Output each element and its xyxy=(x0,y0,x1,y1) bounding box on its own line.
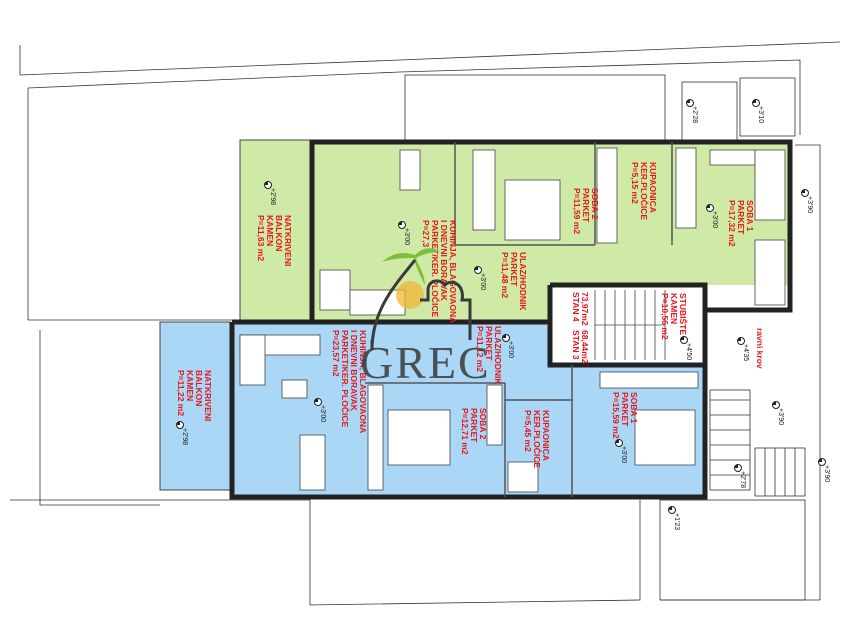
label-stan3-bath: KUPAONICAKER.PLOČICEP=5,45 m2 xyxy=(523,410,551,468)
label-stairwell: STUBIŠTEKAMENP=10,56 m2 xyxy=(660,293,689,340)
sun-icon xyxy=(396,281,424,309)
svg-text:+3'00: +3'00 xyxy=(319,405,326,422)
svg-text:+2'98: +2'98 xyxy=(269,188,276,205)
elevation-marker: +3'90 xyxy=(801,189,813,213)
elevation-marker: +1'23 xyxy=(668,506,680,530)
elevation-marker: +2'78 xyxy=(734,464,746,488)
svg-text:+2'78: +2'78 xyxy=(739,471,746,488)
svg-text:+3'00: +3'00 xyxy=(403,228,410,245)
elevation-marker: +2'98 xyxy=(264,181,276,205)
svg-text:+3'00: +3'00 xyxy=(479,273,486,290)
label-stan4-balcony: NATKRIVENIBALKONKAMENP=11,63 m2 xyxy=(256,215,293,266)
stairwell xyxy=(547,282,708,368)
elevation-markers: +2'98 +3'00 +3'00 +2'28 +3'10 +3'00 +3'9… xyxy=(176,99,830,530)
elevation-marker: +3'90 xyxy=(818,458,830,482)
svg-text:+2'28: +2'28 xyxy=(691,106,698,123)
room-labels: NATKRIVENIBALKONKAMENP=11,63 m2 KUHINJA,… xyxy=(176,162,765,468)
svg-text:+3'10: +3'10 xyxy=(757,106,764,123)
elevation-marker: +3'90 xyxy=(772,401,784,425)
elevation-marker: +3'00 xyxy=(615,439,627,463)
svg-text:+2'98: +2'98 xyxy=(181,428,188,445)
label-stan4-room1: SOBA 1PARKETP=17,32 m2 xyxy=(727,200,755,247)
elevation-marker: +4'35 xyxy=(737,337,749,361)
svg-text:+3'00: +3'00 xyxy=(711,211,718,228)
svg-text:+3'00: +3'00 xyxy=(507,341,514,358)
svg-text:+1'23: +1'23 xyxy=(673,513,680,530)
elevation-marker: +2'28 xyxy=(686,99,698,123)
elevation-marker: +3'00 xyxy=(502,334,514,358)
svg-text:+3'00: +3'00 xyxy=(620,446,627,463)
svg-text:+4'35: +4'35 xyxy=(742,344,749,361)
label-stan4-room2: SOBA 2PARKETP=11,59 m2 xyxy=(572,188,600,234)
label-stan3-kitchen: KUHINJA, BLAGOVAONAI DNEVNI BORAVAKPARKE… xyxy=(331,330,368,433)
elevation-marker: +3'10 xyxy=(752,99,764,123)
unit-stan-3 xyxy=(159,319,708,500)
elevation-marker: +2'98 xyxy=(176,421,188,445)
svg-text:+3'90: +3'90 xyxy=(777,408,784,425)
elevation-marker: +3'00 xyxy=(474,266,486,290)
label-stan3-hall: ULAZ/HODNIKPARKETP=11,12 m2 xyxy=(475,326,503,385)
label-stan4-area: 73,97m2STAN 4 xyxy=(571,292,590,326)
label-stan4-kitchen: KUHINJA, BLAGOVAONAI DNEVNI BORAVAKPARKE… xyxy=(421,220,458,323)
elevation-marker: +3'00 xyxy=(706,204,718,228)
elevation-marker: +3'00 xyxy=(314,398,326,422)
label-stan4-bath: KUPAONICAKER.PLOČICEP=5,15 m2 xyxy=(630,162,658,220)
svg-text:+4'50: +4'50 xyxy=(685,343,692,360)
grec-logo: GREC xyxy=(360,248,491,388)
label-stan4-hall: ULAZ/HODNIKPARKETP=11,48 m2 xyxy=(500,252,528,311)
label-flat-roof: ravni krov xyxy=(755,328,765,369)
elevation-marker: +4'50 xyxy=(680,336,692,360)
label-stan3-room2: SOBA 2PARKETP=12,71 m2 xyxy=(460,408,488,455)
label-stan3-room1: SOBA 1PARKETP=15,59 m2 xyxy=(611,392,639,439)
elevation-marker: +3'00 xyxy=(398,221,410,245)
site-boundaries xyxy=(10,41,841,606)
svg-text:+3'90: +3'90 xyxy=(806,196,813,213)
svg-text:+3'90: +3'90 xyxy=(823,465,830,482)
logo-text: GREC xyxy=(360,337,491,388)
label-stan3-balcony: NATKRIVENIBALKONKAMENP=11,22 m2 xyxy=(176,370,213,421)
label-stan3-area: 68,44m2STAN 3 xyxy=(571,330,590,364)
